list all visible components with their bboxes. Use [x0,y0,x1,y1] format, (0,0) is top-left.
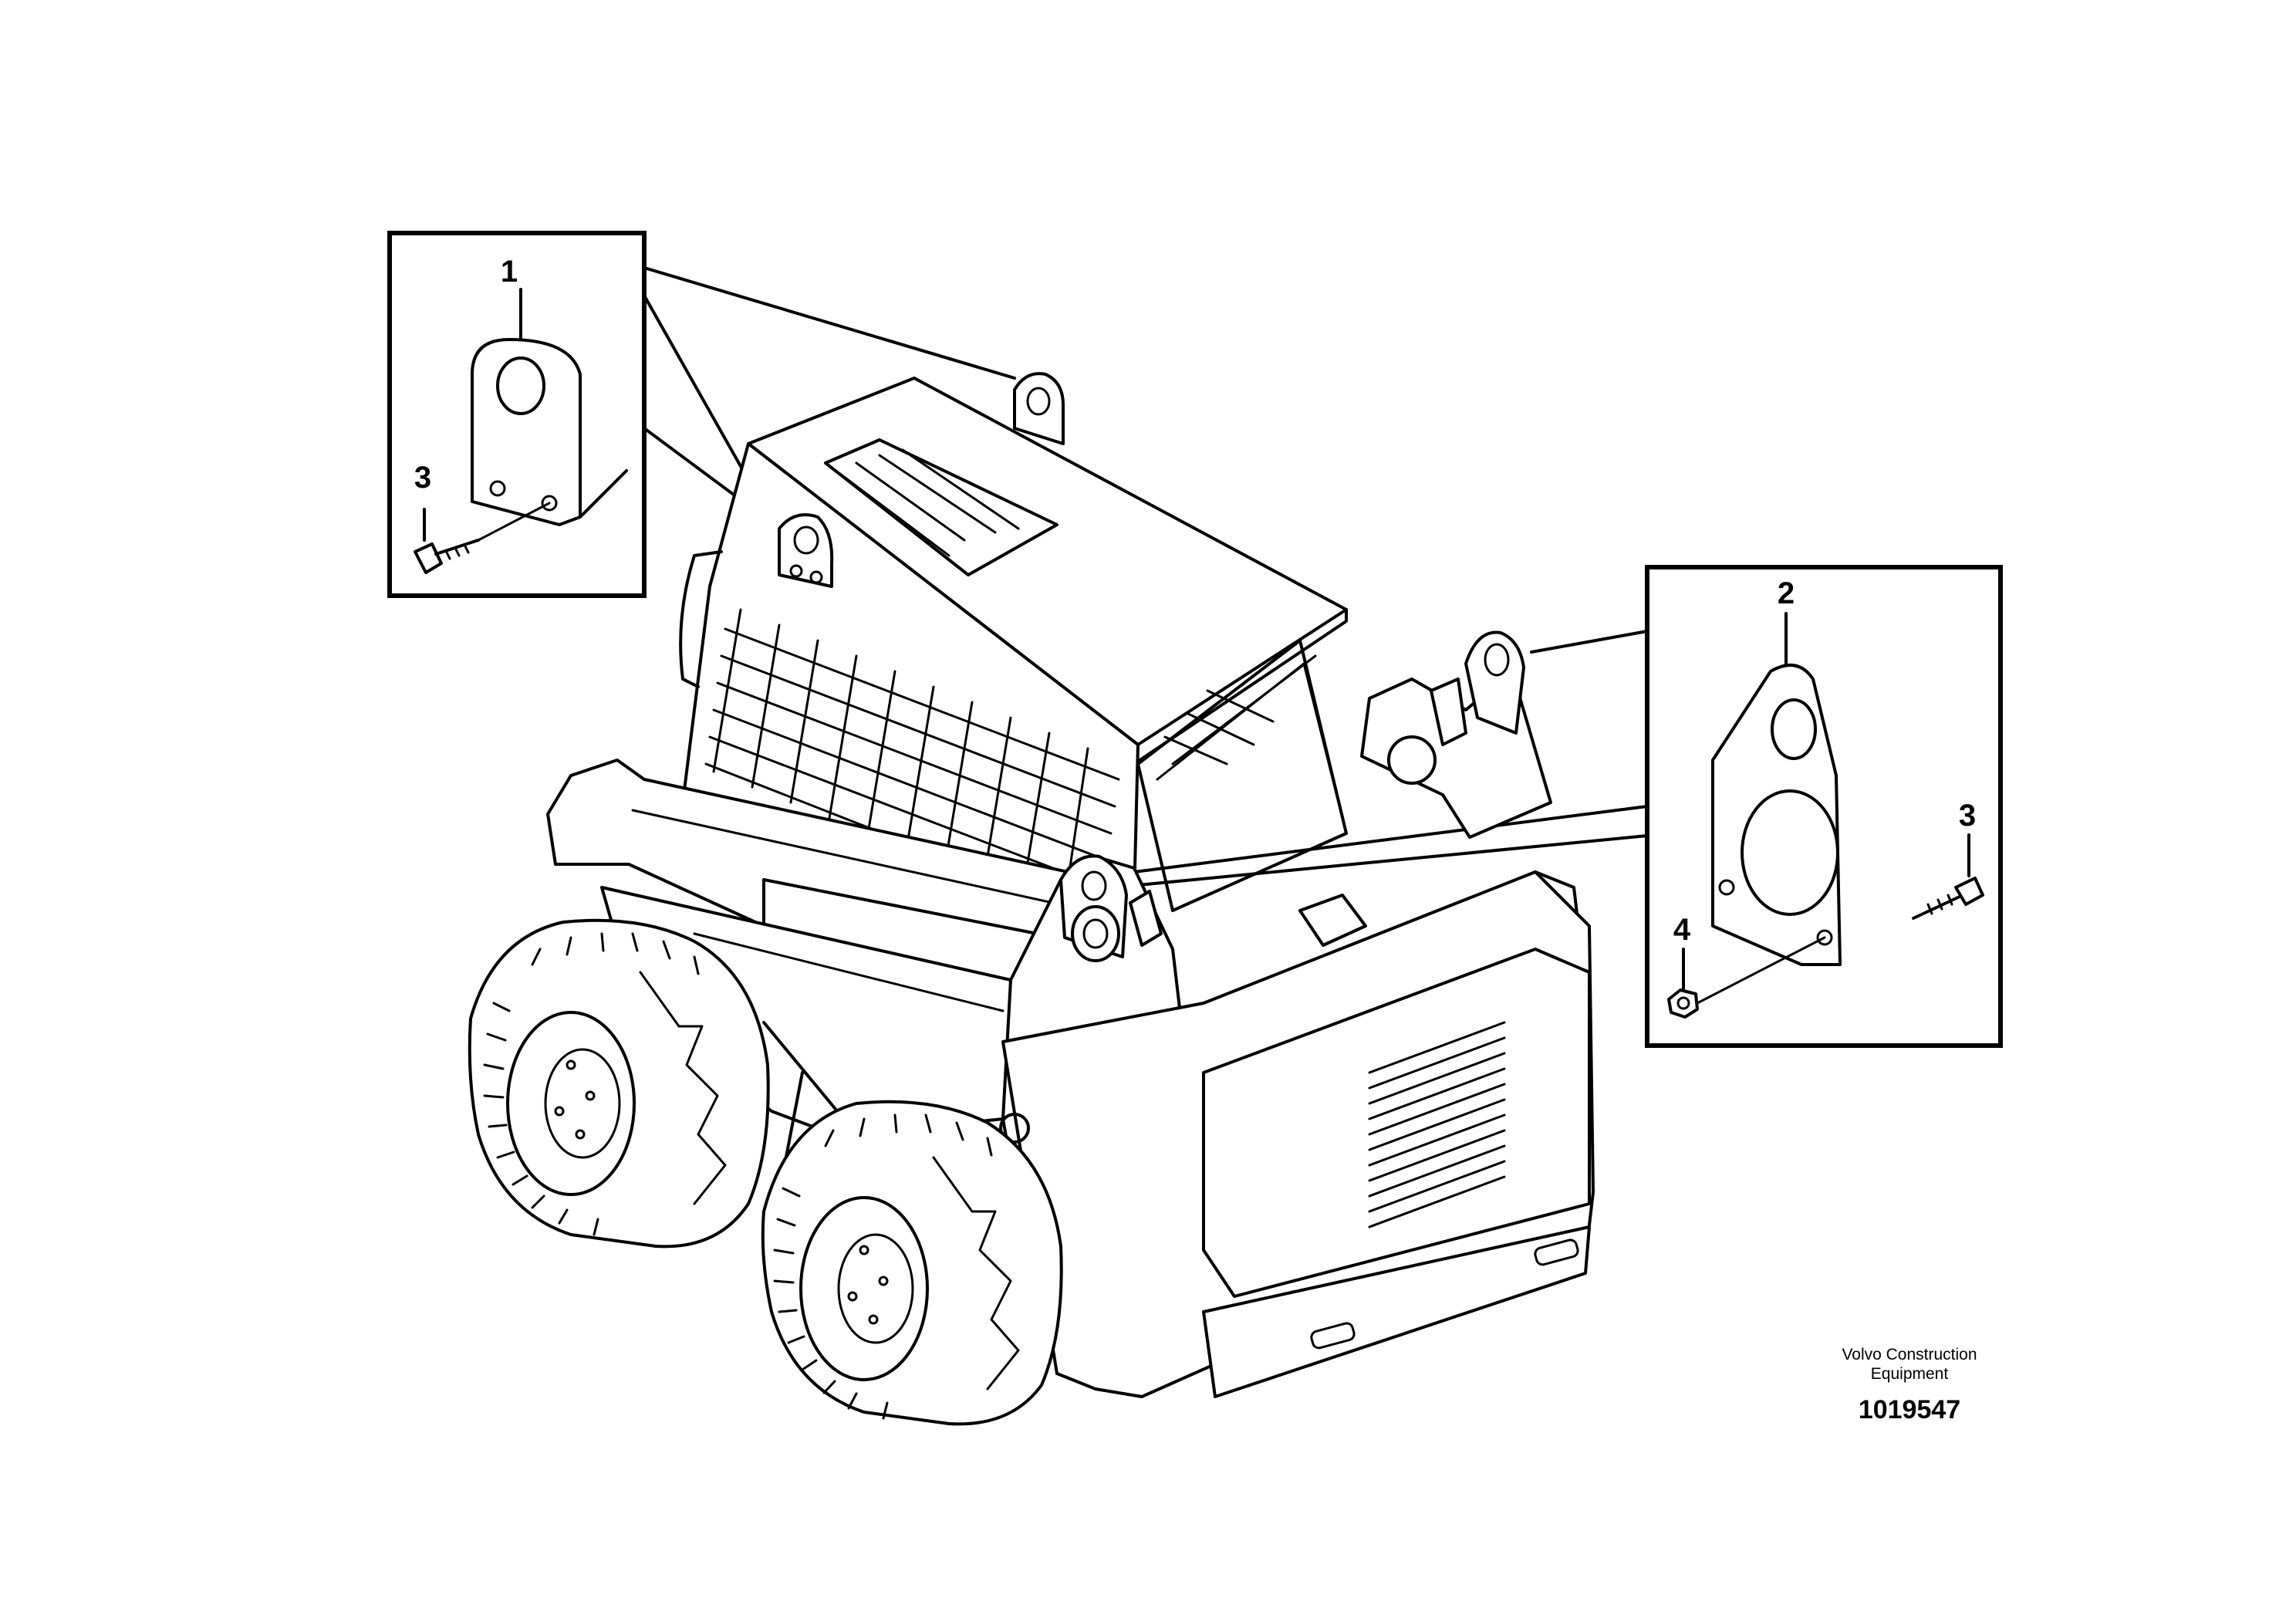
cab-side-grille [704,608,1120,912]
callout-4: 4 [1673,913,1691,947]
callout-3-left: 3 [414,461,431,495]
front-grille [1368,1021,1506,1228]
callout-2: 2 [1778,576,1795,610]
callout-3-right: 3 [1959,799,1976,833]
lifting-eye-top [1013,372,1065,445]
lifting-eye-front [1059,854,1128,962]
bolt-icon-right [1912,833,1984,920]
brand-line-2: Equipment [1871,1365,1949,1383]
detail-box-mounting-plate: 2 3 4 [1129,565,2003,1048]
lifting-eye-rear [778,513,834,588]
rear-wheel [468,918,770,1249]
skid-steer-loader [468,372,1595,1426]
lifting-eye-plate [471,338,628,526]
callout-1: 1 [501,255,518,289]
bolt-icon [414,502,551,574]
detail-box-lifting-eye: 1 3 [387,231,1016,598]
lifting-eye-right [1464,630,1525,735]
front-wheel [761,1100,1063,1426]
mounting-plate [1711,664,1842,966]
nut-icon [1667,936,1826,1019]
brand-line-1: Volvo Construction [1842,1346,1977,1363]
document-number: 1019547 [1859,1395,1960,1424]
